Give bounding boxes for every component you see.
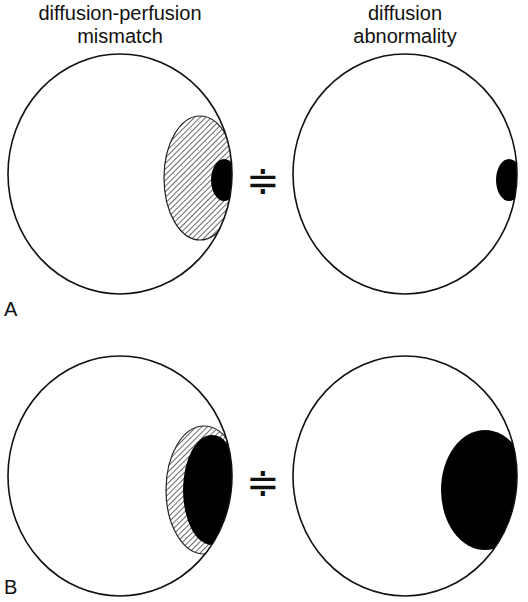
approx-sign: ≑ <box>246 462 280 502</box>
column-heading: diffusion abnormality <box>340 2 470 48</box>
brain-outline <box>293 356 517 596</box>
lesion-b-right <box>441 430 528 550</box>
brain-outline <box>8 54 232 294</box>
column-heading: diffusion-perfusion mismatch <box>15 2 225 48</box>
panel-letter: A <box>4 298 17 321</box>
approx-sign: ≑ <box>246 160 280 200</box>
lesion-a-right <box>496 159 522 201</box>
panel-letter: B <box>4 576 17 599</box>
brain-outline <box>8 356 232 596</box>
brain-outline <box>293 54 517 294</box>
